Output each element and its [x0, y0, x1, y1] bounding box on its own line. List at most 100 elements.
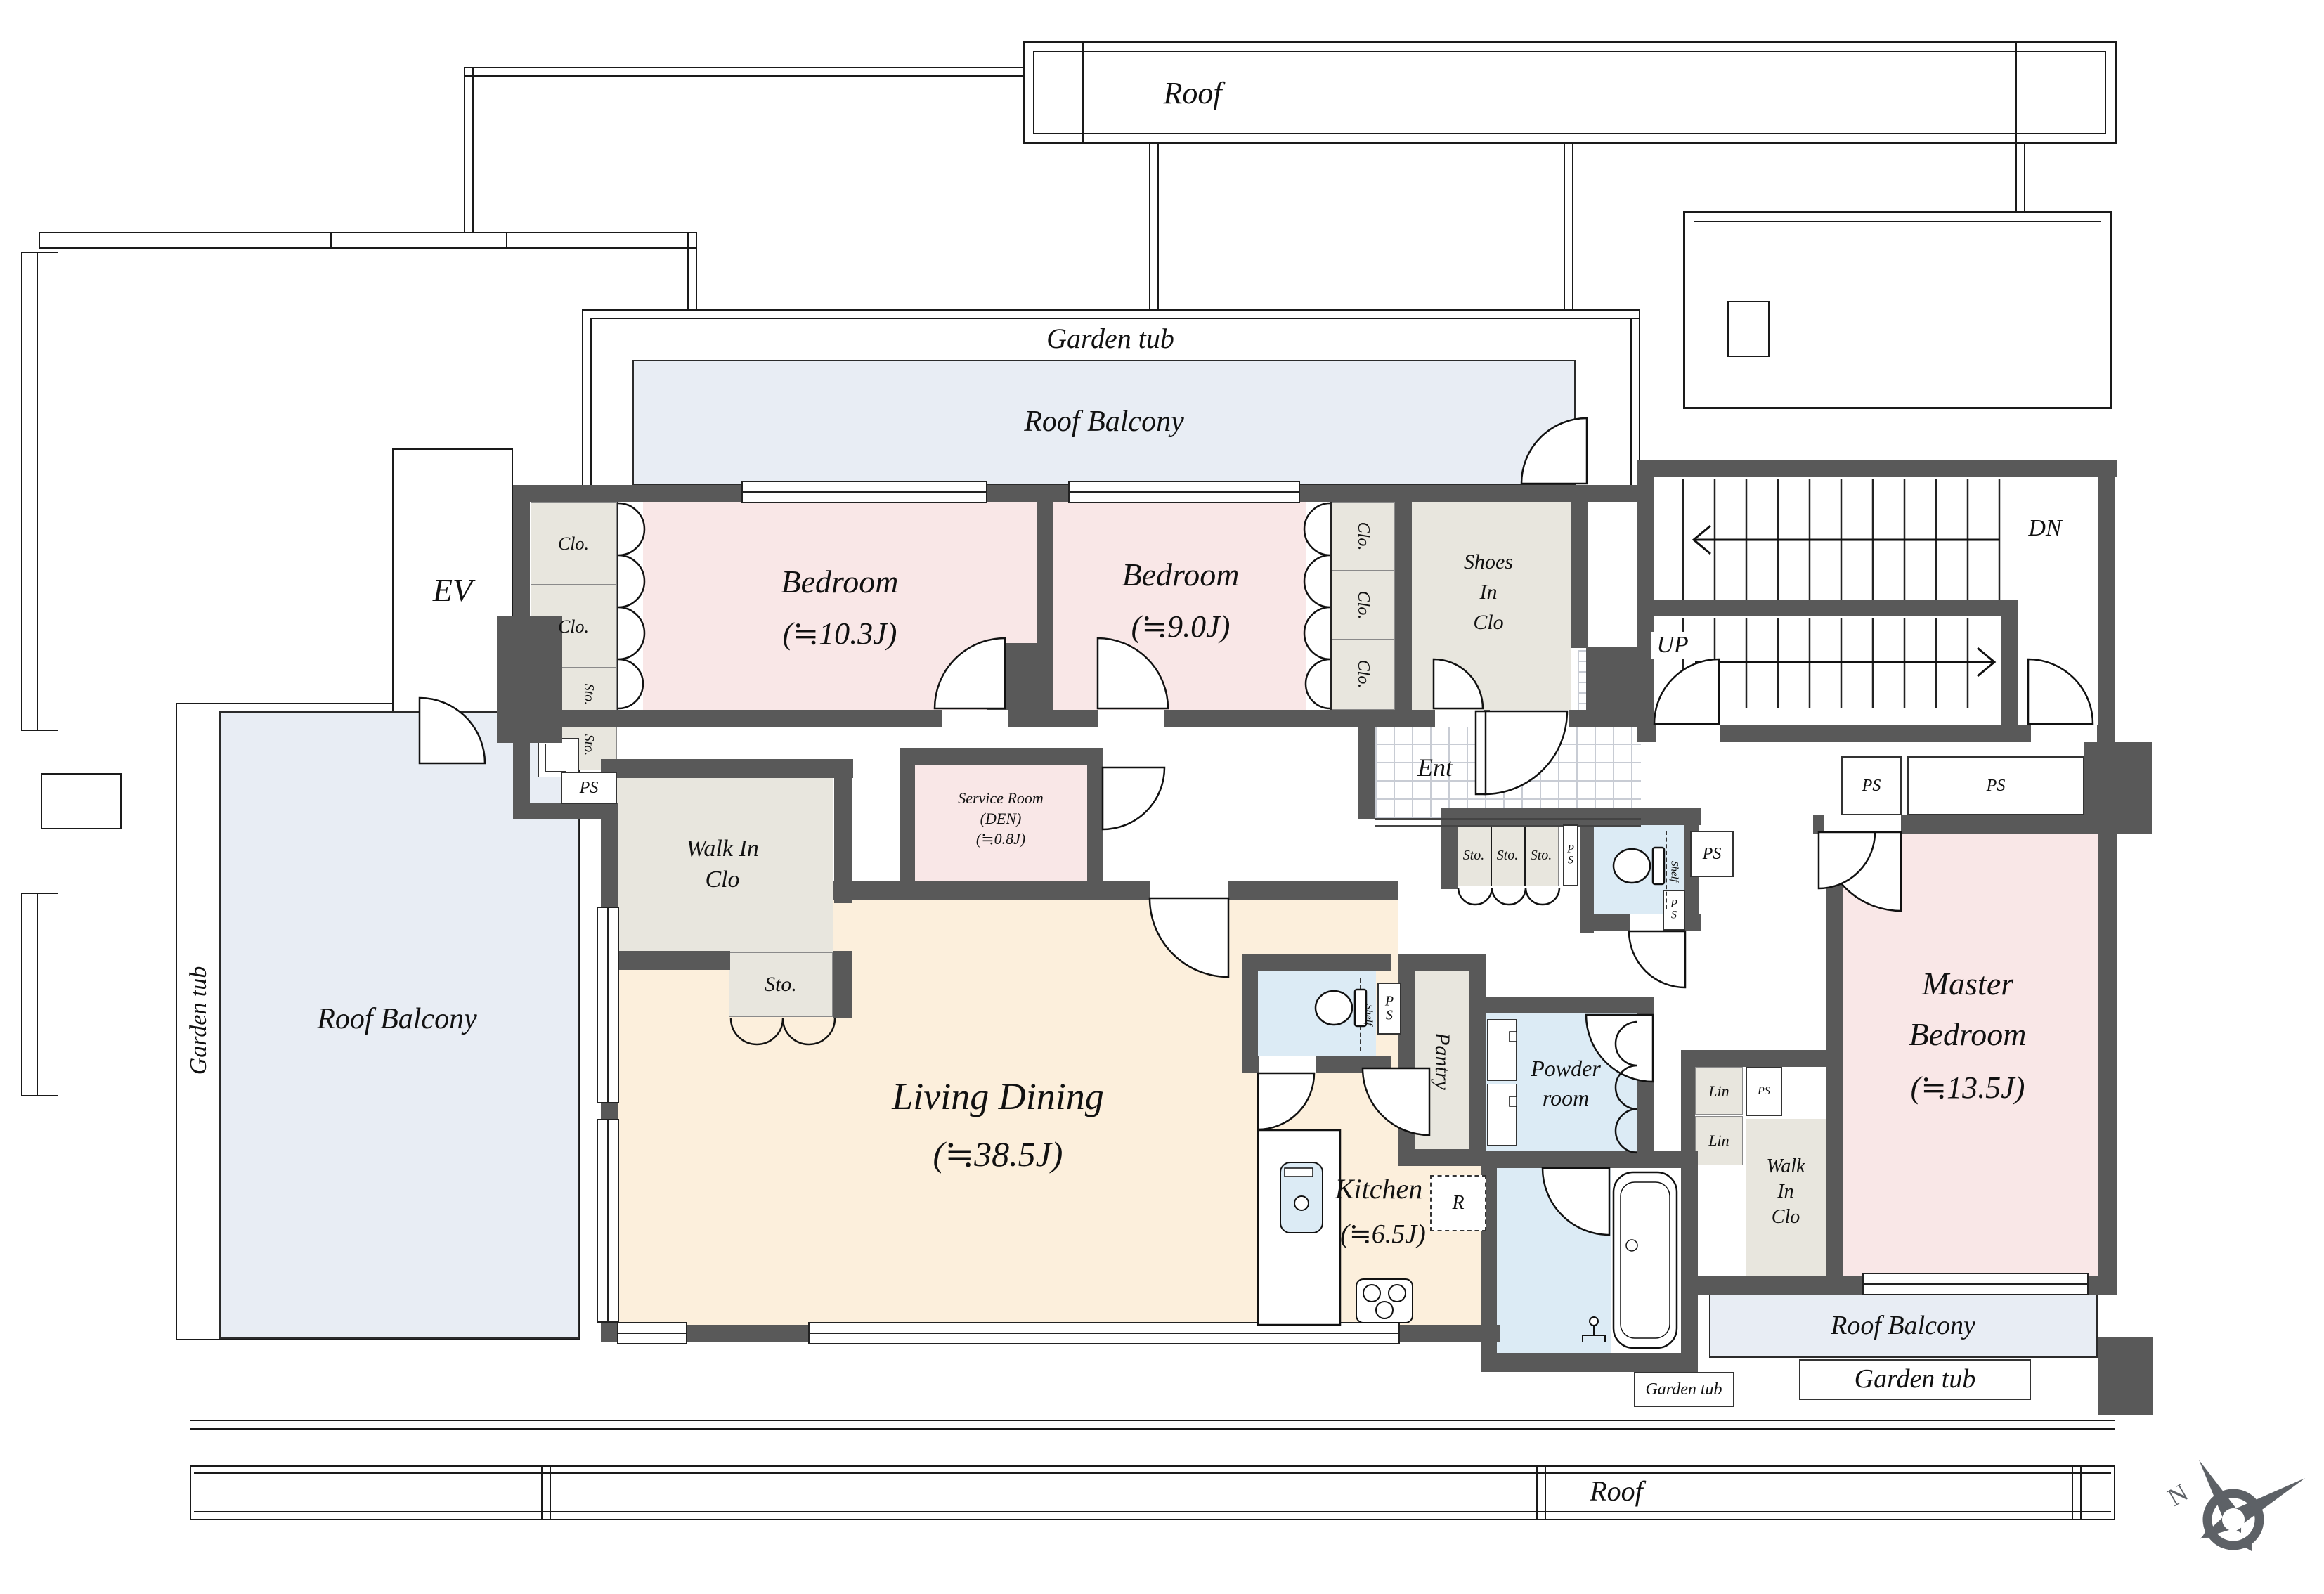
walkin-closet-right-label: Walk	[1766, 1155, 1805, 1177]
left-bracket-upper	[21, 252, 22, 731]
ps-letter: S	[1671, 909, 1677, 921]
clo-label: Clo.	[557, 616, 590, 637]
wall	[2001, 616, 2018, 727]
wall	[601, 951, 730, 970]
garden-tub-top-outline	[590, 318, 592, 492]
accordion-doors	[618, 502, 1638, 1154]
shelf-label: Shelf	[1363, 1004, 1375, 1025]
ps-vert-box	[1563, 824, 1578, 886]
ps-master-label: PS	[1986, 777, 2006, 795]
lin-box	[1695, 1067, 1743, 1115]
roof-top-divider	[2015, 41, 2017, 144]
sto3-divider	[1491, 824, 1492, 886]
service-room-fill	[915, 765, 1087, 881]
ps-lin-label: PS	[1758, 1085, 1770, 1097]
wall	[1681, 1050, 1843, 1067]
left-bracket-cap	[21, 1095, 58, 1096]
left-bracket-cap	[21, 252, 58, 253]
roof-balcony-left-label: Roof Balcony	[317, 1003, 477, 1035]
roof-outline-tick	[39, 232, 40, 249]
wall	[1580, 808, 1594, 933]
wall	[601, 759, 853, 778]
wall	[1242, 954, 1258, 1073]
ps-box-toilet2	[1690, 831, 1734, 877]
roof-top-divider	[1082, 41, 1084, 144]
wall	[1681, 1050, 1695, 1154]
ps-master-label: PS	[1862, 777, 1881, 795]
bottom-line-pair	[190, 1420, 2115, 1421]
bedroom1-size: (≒10.3J)	[782, 616, 897, 651]
garden-tub-top-outline	[582, 309, 1639, 311]
wall	[834, 759, 852, 903]
sto3-label: Sto.	[1530, 848, 1552, 863]
roof-balcony-top	[632, 360, 1576, 485]
wall	[1395, 485, 1412, 727]
ps-box-master-b	[1907, 756, 2084, 815]
sto-hall-label: Sto.	[765, 973, 797, 996]
wall	[1681, 1151, 1698, 1371]
window	[617, 1322, 687, 1344]
ps-toilet1-label: P S	[1385, 994, 1394, 1023]
wall-block	[1586, 647, 1639, 711]
roof-topright-box	[1683, 211, 2112, 409]
powder-room-label: room	[1542, 1085, 1590, 1110]
fridge-label: R	[1452, 1192, 1465, 1214]
left-bracket-cap	[21, 730, 58, 731]
clo-right-box	[1332, 571, 1395, 640]
ev-label: EV	[432, 572, 473, 608]
roof-outline-topleft-line	[39, 232, 696, 233]
shelf-dashed-line	[1666, 831, 1667, 909]
balcony-fixture-inner	[545, 744, 566, 772]
wall	[833, 881, 1398, 900]
bottom-roof-divider	[1545, 1465, 1546, 1520]
entrance-tiles	[1375, 725, 1641, 818]
wall	[1358, 710, 1375, 819]
door-swings	[418, 417, 2094, 1236]
left-bracket-upper	[37, 252, 38, 731]
bottom-roof-divider	[1536, 1465, 1538, 1520]
walkin-closet-left-fill	[616, 777, 833, 952]
left-bracket-lower	[37, 893, 38, 1096]
ps-toilet2-label: PS	[1702, 845, 1722, 863]
bedroom2-fill	[1052, 500, 1306, 710]
bedroom2-size: (≒9.0J)	[1131, 609, 1231, 644]
bottom-line-pair	[190, 1428, 2115, 1430]
kitchen-name: Kitchen	[1335, 1173, 1423, 1205]
garden-tub-small-label: Garden tub	[1645, 1380, 1722, 1399]
shoes-in-clo-label: In	[1479, 581, 1498, 604]
shelf-label: Shelf	[1668, 861, 1680, 882]
roof-balcony-right-label: Roof Balcony	[1831, 1311, 1975, 1340]
wall	[833, 951, 852, 1018]
roof-outline-tick	[330, 232, 332, 249]
garden-tub-big-box	[1799, 1359, 2031, 1400]
roof-balcony-right	[1709, 1293, 2098, 1358]
window	[1068, 481, 1300, 503]
entrance-label: Ent	[1417, 753, 1453, 782]
wall	[1637, 460, 2117, 477]
stairs-down-label: DN	[2028, 515, 2062, 541]
walkin-closet-right-label: Clo	[1771, 1206, 1800, 1228]
sto-label: Sto.	[581, 683, 597, 706]
service-room-label: (DEN)	[980, 810, 1022, 827]
wall	[2098, 832, 2117, 1294]
clo-right-label: Clo.	[1354, 590, 1372, 620]
door-opening	[1259, 1056, 1316, 1073]
wall	[900, 748, 915, 898]
living-dining-name: Living Dining	[892, 1075, 1104, 1117]
ps-box-master-a	[1841, 756, 1902, 815]
roof-topright-small-rect	[1727, 301, 1770, 357]
roof-connector	[1149, 144, 1150, 311]
wall	[1695, 1276, 1829, 1295]
bottom-roof-divider	[2080, 1465, 2082, 1520]
bottom-roof-divider	[541, 1465, 543, 1520]
bedroom2-name: Bedroom	[1122, 557, 1240, 592]
roof-outline-step-v	[472, 67, 474, 233]
wall	[1469, 954, 1486, 1166]
walkin-closet-right-label: In	[1777, 1181, 1794, 1203]
kitchen-size: (≒6.5J)	[1340, 1219, 1426, 1249]
wall	[1654, 600, 2018, 616]
shoes-in-clo-label: Shoes	[1464, 550, 1513, 574]
window	[808, 1322, 1400, 1344]
ps-box-left	[561, 772, 617, 804]
roof-connector	[1157, 144, 1159, 311]
